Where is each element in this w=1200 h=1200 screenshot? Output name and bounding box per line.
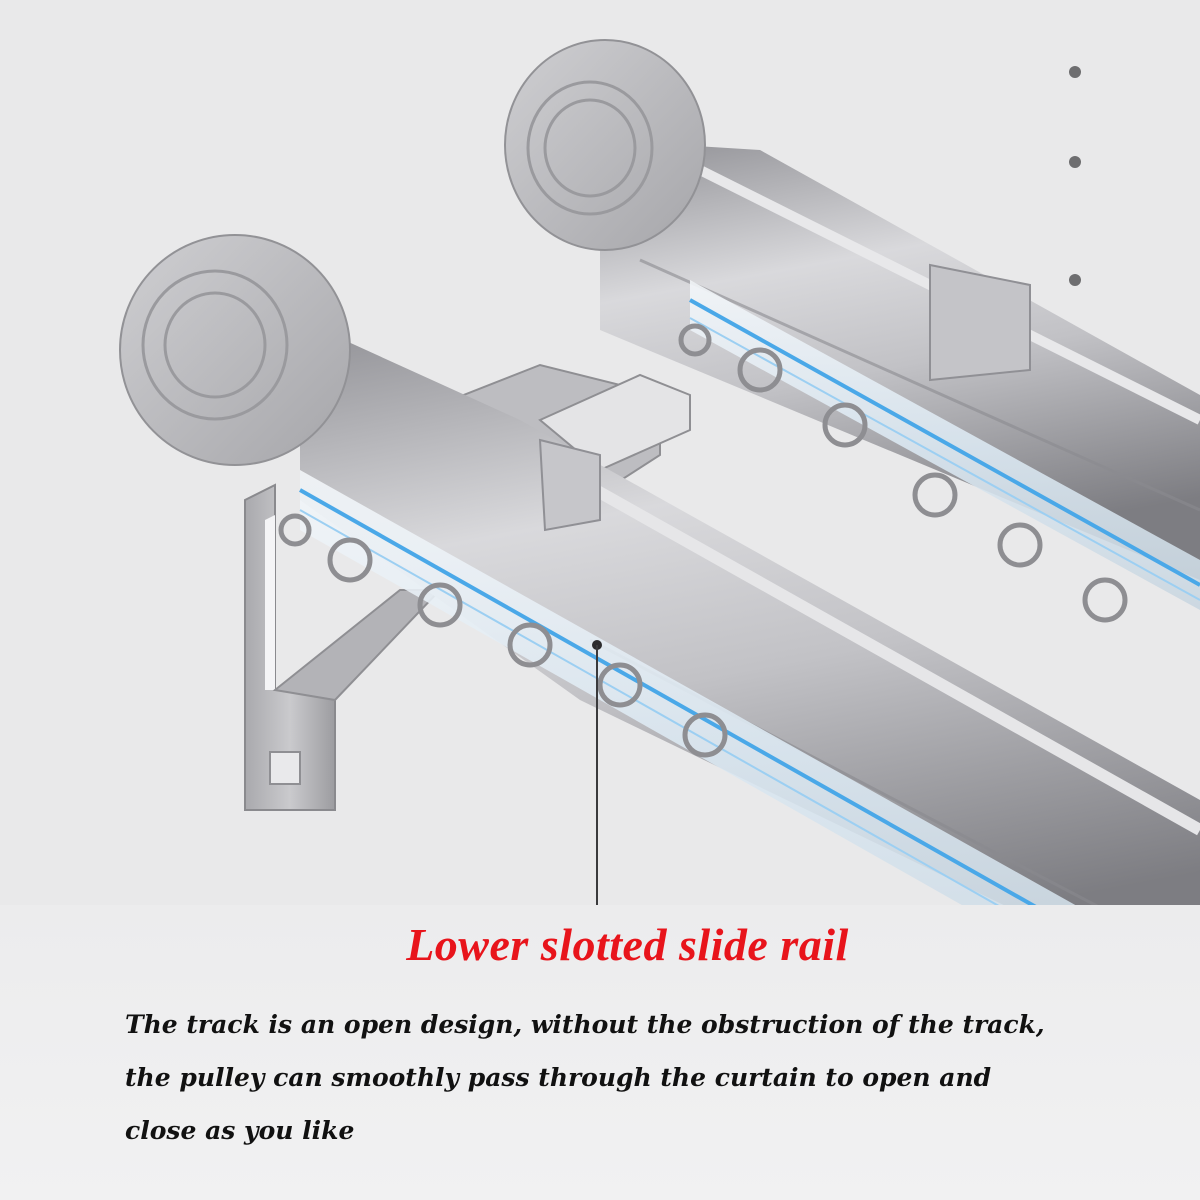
headline-label: Lower slotted slide rail: [406, 919, 849, 970]
rear-curtain-rod: [600, 140, 1200, 580]
description-line-1: The track is an open design, without the…: [125, 1010, 1045, 1039]
front-track-rings: [278, 513, 728, 758]
rear-slide-track: [689, 280, 1200, 610]
front-rod-end-cap: [119, 234, 351, 466]
decorative-dots: [1069, 66, 1081, 286]
pointer-line: [592, 640, 602, 912]
rear-track-rings: [678, 323, 1128, 623]
description-line-3: close as you like: [125, 1116, 355, 1145]
caption-panel: [0, 905, 1200, 1200]
front-curtain-rod: [300, 320, 1200, 1000]
description-line-2: the pulley can smoothly pass through the…: [125, 1063, 992, 1092]
rear-rod-end-cap: [504, 39, 706, 251]
